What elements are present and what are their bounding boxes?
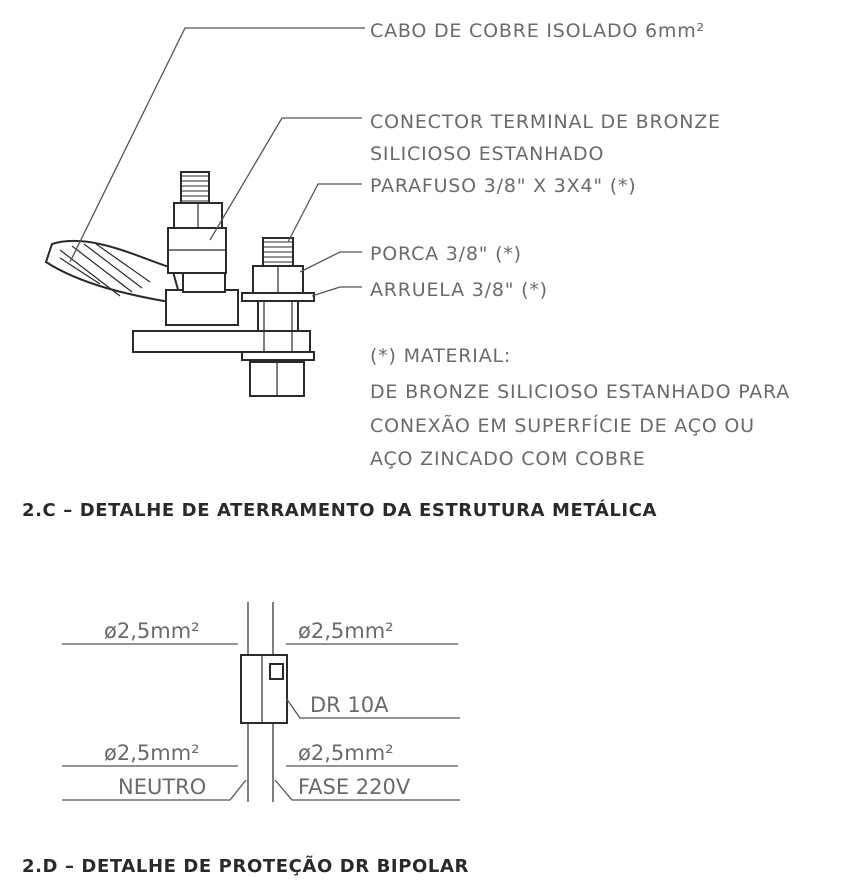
leader-phase xyxy=(274,779,460,801)
label-wire-bottom-left: ø2,5mm² xyxy=(104,741,200,765)
connector-bolt xyxy=(173,171,223,229)
caption-2d: 2.D – DETALHE DE PROTEÇÃO DR BIPOLAR xyxy=(22,854,469,877)
label-connector-line1: CONECTOR TERMINAL DE BRONZE xyxy=(370,111,721,133)
label-washer: ARRUELA 3/8" (*) xyxy=(370,279,548,301)
caption-2c: 2.C – DETALHE DE ATERRAMENTO DA ESTRUTUR… xyxy=(22,499,657,521)
dr-bipolar-detail: ø2,5mm² ø2,5mm² DR 10A ø2,5mm² ø2,5mm² N… xyxy=(22,602,469,877)
label-nut: PORCA 3/8" (*) xyxy=(370,243,522,265)
note-line-1: (*) MATERIAL: xyxy=(370,345,511,367)
note-line-2: DE BRONZE SILICIOSO ESTANHADO PARA xyxy=(370,381,790,403)
note-line-3: CONEXÃO EM SUPERFÍCIE DE AÇO OU xyxy=(370,414,755,437)
grounding-detail: CABO DE COBRE ISOLADO 6mm² CONECTOR TERM… xyxy=(22,20,790,521)
washer-bottom xyxy=(241,351,315,361)
label-connector-line2: SILICIOSO ESTANHADO xyxy=(370,143,604,165)
label-wire-bottom-right: ø2,5mm² xyxy=(298,741,394,765)
washer xyxy=(241,292,315,302)
copper-cable xyxy=(44,239,184,306)
leader-nut xyxy=(299,251,362,273)
leader-bolt xyxy=(287,183,362,243)
label-wire-top-right: ø2,5mm² xyxy=(298,619,394,643)
label-wire-top-left: ø2,5mm² xyxy=(104,619,200,643)
note-line-4: AÇO ZINCADO COM COBRE xyxy=(370,448,646,470)
label-dr-10a: DR 10A xyxy=(310,693,389,717)
leader-connector xyxy=(209,117,362,241)
through-bolt-assembly xyxy=(241,237,315,397)
label-phase: FASE 220V xyxy=(298,775,411,799)
leader-washer xyxy=(311,286,362,297)
label-cable: CABO DE COBRE ISOLADO 6mm² xyxy=(370,20,705,42)
dr-device xyxy=(240,654,288,724)
leader-neutral xyxy=(62,779,247,801)
bronze-terminal-connector xyxy=(165,227,239,326)
label-neutral: NEUTRO xyxy=(118,775,206,799)
leader-dr xyxy=(285,697,460,719)
leader-cable xyxy=(69,27,365,263)
label-bolt: PARAFUSO 3/8" X 3X4" (*) xyxy=(370,175,636,197)
steel-plate xyxy=(132,330,311,353)
